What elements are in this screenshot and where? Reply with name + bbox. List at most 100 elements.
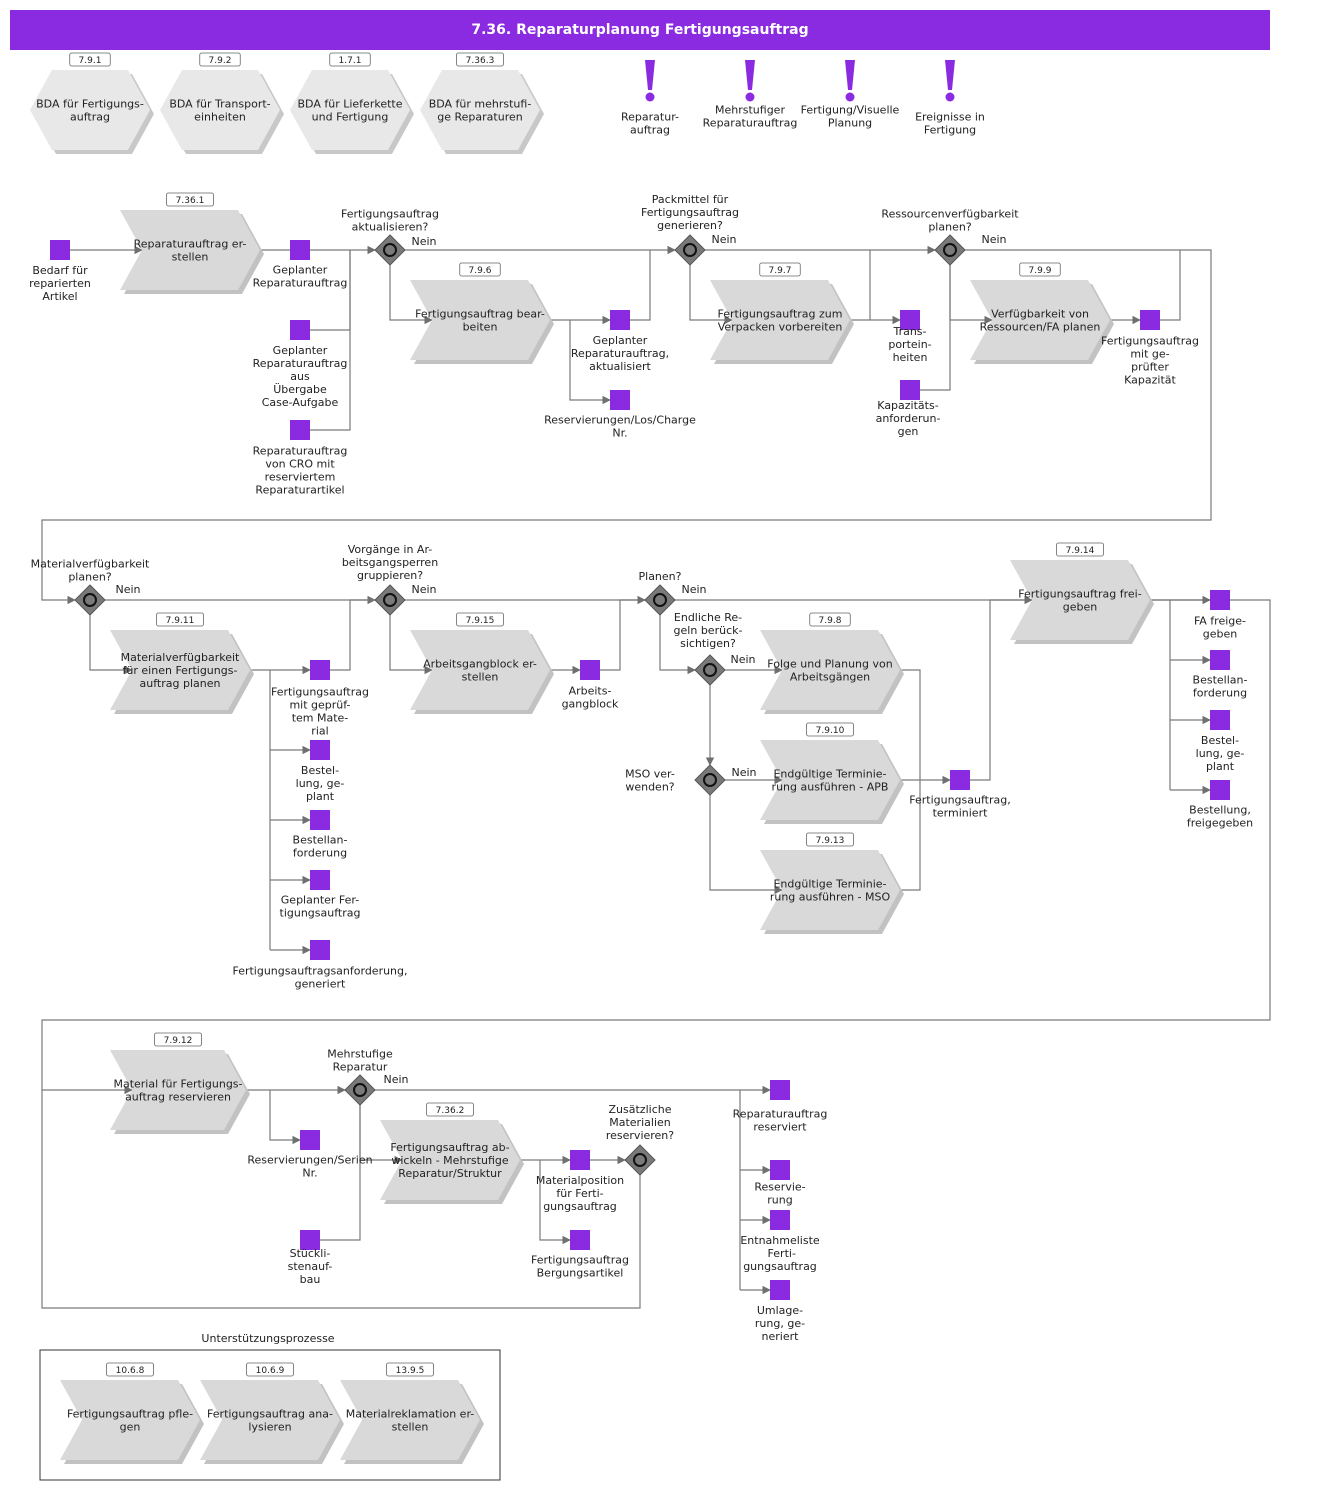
data-object[interactable]	[770, 1280, 790, 1300]
process-chevron[interactable]	[120, 210, 260, 290]
decision-gateway[interactable]	[74, 584, 106, 616]
data-object[interactable]	[770, 1160, 790, 1180]
data-object[interactable]	[290, 420, 310, 440]
process-id: 7.9.10	[816, 726, 845, 736]
decision-gateway[interactable]	[934, 234, 966, 266]
process-chevron[interactable]	[760, 630, 900, 710]
data-object[interactable]	[900, 380, 920, 400]
decision-gateway[interactable]	[344, 1074, 376, 1106]
branch-no-label: Nein	[411, 583, 436, 596]
data-object[interactable]	[1210, 590, 1230, 610]
data-object-label-line: rung, ge-	[755, 1317, 805, 1330]
data-object[interactable]	[310, 660, 330, 680]
gateway-circle-icon	[383, 593, 397, 607]
decision-gateway[interactable]	[694, 764, 726, 796]
exclamation-icon	[945, 60, 955, 90]
data-object[interactable]	[1140, 310, 1160, 330]
data-object[interactable]	[50, 240, 70, 260]
gateway-question-line: reservieren?	[606, 1129, 674, 1142]
data-object-label-line: Reservie-	[754, 1180, 805, 1193]
process-chevron[interactable]	[110, 1050, 246, 1130]
data-object[interactable]	[570, 1230, 590, 1250]
data-object[interactable]	[610, 390, 630, 410]
process-chevron[interactable]	[1010, 560, 1150, 640]
support-process-frame	[39, 1349, 501, 1481]
process-label-line: stellen	[172, 250, 209, 263]
data-object[interactable]	[300, 1230, 320, 1250]
data-object-label-line: Reparaturauftrag	[253, 357, 348, 370]
data-object[interactable]	[580, 660, 600, 680]
bda-hexagon-id: 1.7.1	[339, 56, 362, 66]
process-id-box	[1056, 542, 1104, 557]
data-object[interactable]	[310, 870, 330, 890]
data-object[interactable]	[770, 1080, 790, 1100]
data-object-label-line: Stückli-	[290, 1247, 331, 1260]
data-object-label-line: Geplanter	[273, 344, 328, 357]
gateway-question-line: aktualisieren?	[352, 220, 429, 233]
bda-hexagon[interactable]	[420, 70, 540, 150]
event-label-line: Reparatur-	[621, 110, 679, 123]
data-object[interactable]	[950, 770, 970, 790]
process-chevron[interactable]	[410, 630, 550, 710]
decision-gateway[interactable]	[374, 234, 406, 266]
data-object[interactable]	[310, 740, 330, 760]
process-chevron[interactable]	[410, 280, 550, 360]
data-object[interactable]	[310, 940, 330, 960]
flow-connector	[389, 265, 433, 325]
process-chevron[interactable]	[710, 280, 850, 360]
flow-connector	[539, 1160, 571, 1245]
process-chevron[interactable]	[110, 630, 250, 710]
data-object-label-line: Fertigungsauftrag,	[909, 793, 1010, 806]
data-object-label-line: neriert	[762, 1330, 800, 1343]
data-object[interactable]	[290, 320, 310, 340]
bda-hexagon[interactable]	[160, 70, 280, 150]
data-object-label: Entnahmeliste Ferti-gungsauftrag	[740, 1234, 820, 1273]
process-chevron[interactable]	[970, 280, 1110, 360]
flow-connector	[269, 1090, 301, 1145]
data-object-label-line: Reparaturartikel	[255, 483, 344, 496]
data-object-label: Bestel-lung, ge-plant	[296, 764, 345, 803]
process-label-line: geben	[1063, 600, 1098, 613]
data-object[interactable]	[1210, 710, 1230, 730]
process-chevron[interactable]	[760, 740, 900, 820]
data-object[interactable]	[610, 310, 630, 330]
decision-gateway[interactable]	[624, 1144, 656, 1176]
data-object[interactable]	[300, 1130, 320, 1150]
data-object[interactable]	[1210, 650, 1230, 670]
data-object-label: FA freige-geben	[1194, 614, 1246, 640]
gateway-circle-icon	[83, 593, 97, 607]
gateway-circle-icon	[703, 773, 717, 787]
decision-gateway[interactable]	[374, 584, 406, 616]
bda-hexagon-label-line: BDA für Fertigungs-	[36, 97, 144, 110]
process-chevron[interactable]	[200, 1380, 340, 1460]
data-object[interactable]	[570, 1150, 590, 1170]
exclamation-dot-icon	[745, 92, 755, 102]
process-chevron[interactable]	[340, 1380, 480, 1460]
process-chevron[interactable]	[760, 850, 900, 930]
process-label-line: Verpacken vorbereiten	[718, 320, 843, 333]
bda-hexagon[interactable]	[30, 70, 150, 150]
bda-hexagon[interactable]	[290, 70, 410, 150]
data-object-label-line: Trans-	[892, 325, 926, 338]
flow-connector	[389, 615, 433, 675]
data-object-label-line: für Ferti-	[556, 1187, 603, 1200]
data-object[interactable]	[770, 1210, 790, 1230]
process-chevron[interactable]	[60, 1380, 200, 1460]
decision-gateway[interactable]	[694, 654, 726, 686]
data-object[interactable]	[1210, 780, 1230, 800]
data-object[interactable]	[290, 240, 310, 260]
gateway-circle-icon	[943, 243, 957, 257]
data-object[interactable]	[310, 810, 330, 830]
event-label-line: Reparaturauftrag	[703, 116, 798, 129]
process-chevron[interactable]	[380, 1120, 520, 1200]
decision-gateway[interactable]	[674, 234, 706, 266]
data-object[interactable]	[900, 310, 920, 330]
decision-gateway[interactable]	[644, 584, 676, 616]
